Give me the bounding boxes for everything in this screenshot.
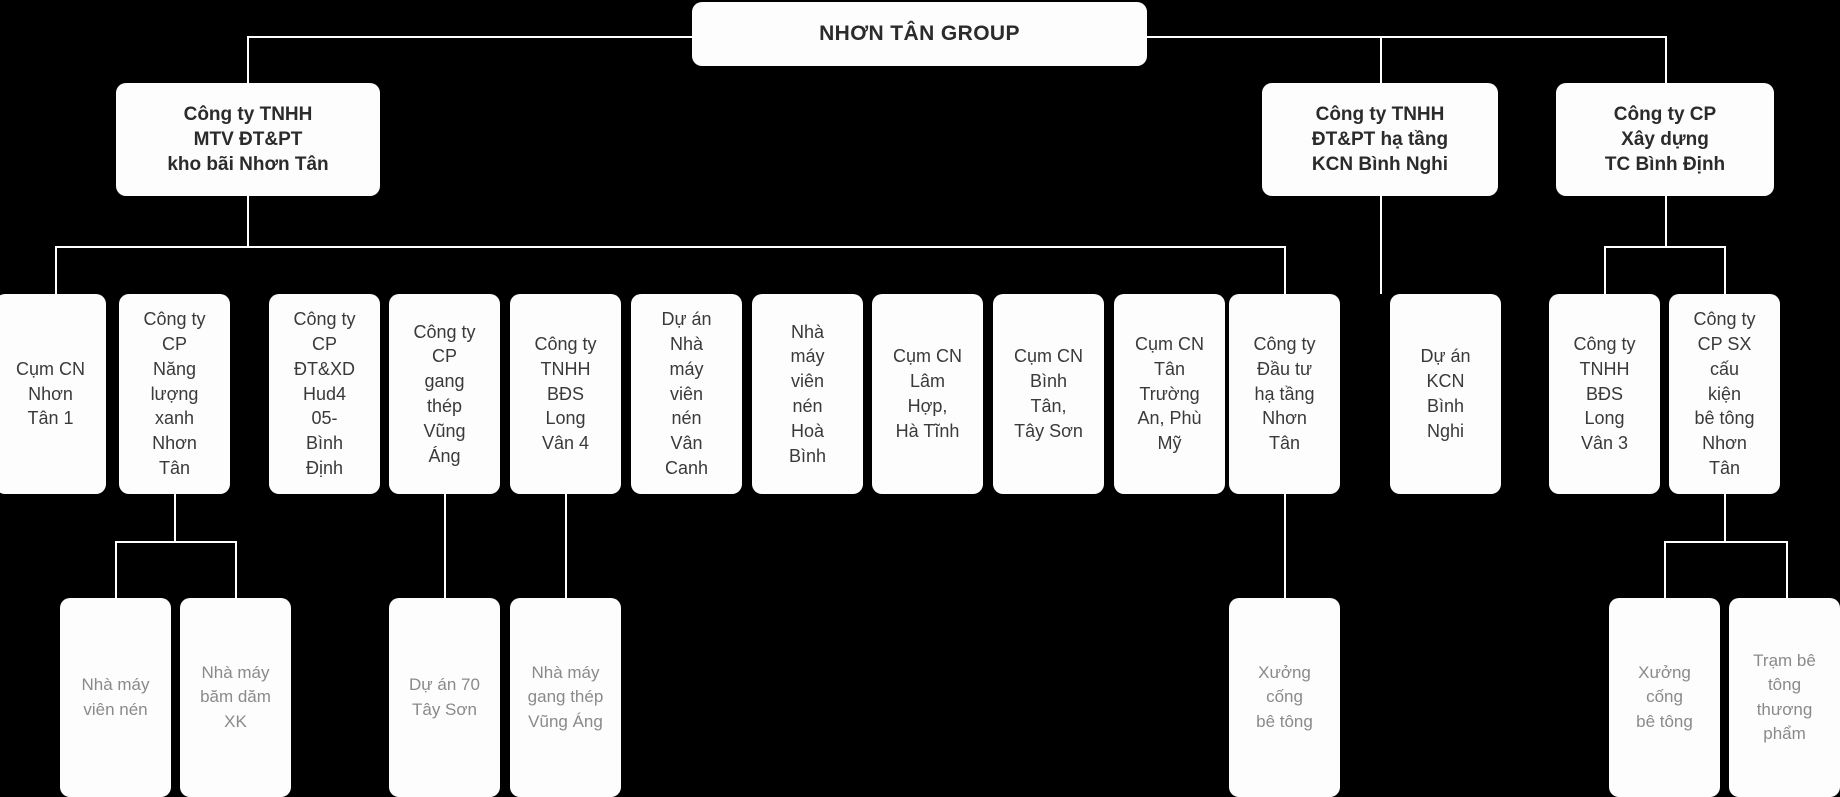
node-div2-label-4: Công ty TNHH BĐS Long Vân 4 <box>534 333 597 454</box>
connector-level2-drop-0 <box>55 246 57 294</box>
node-div1-label-2: Công ty CP Xây dựng TC Bình Định <box>1604 103 1726 176</box>
node-div2-label-3: Công ty CP gang thép Vũng Áng <box>413 321 476 466</box>
node-div3-tram-be-tong-thuong-pham[interactable]: Trạm bê tông thương phẩm <box>1729 598 1840 797</box>
node-div2-label-10: Công ty Đầu tư hạ tầng Nhơn Tân <box>1253 333 1316 454</box>
node-div2-dau-tu-ha-tang-nhon-tan[interactable]: Công ty Đầu tư hạ tầng Nhơn Tân <box>1229 294 1340 494</box>
node-root-label: NHƠN TÂN GROUP <box>819 22 1020 45</box>
node-div2-cum-cn-tan-truong-an-phu-my[interactable]: Cụm CN Tân Trường An, Phù Mỹ <box>1114 294 1225 494</box>
node-div2-nang-luong-xanh-nhon-tan[interactable]: Công ty CP Năng lượng xanh Nhơn Tân <box>119 294 230 494</box>
node-div1-label-0: Công ty TNHH MTV ĐT&PT kho bãi Nhơn Tân <box>167 103 329 176</box>
node-div2-label-6: Nhà máy viên nén Hoà Bình <box>788 321 827 466</box>
node-div1-xay-dung-tc-binh-dinh[interactable]: Công ty CP Xây dựng TC Bình Định <box>1556 83 1774 196</box>
node-div2-gang-thep-vung-ang[interactable]: Công ty CP gang thép Vũng Áng <box>389 294 500 494</box>
node-div2-bds-long-van-3[interactable]: Công ty TNHH BĐS Long Vân 3 <box>1549 294 1660 494</box>
node-div3-label-4: Xưởng cống bê tông <box>1256 663 1313 731</box>
node-div1-kho-bai-nhon-tan[interactable]: Công ty TNHH MTV ĐT&PT kho bãi Nhơn Tân <box>116 83 380 196</box>
node-div3-label-2: Dự án 70 Tây Sơn <box>409 675 480 719</box>
node-div3-xuong-cong-be-tong-b[interactable]: Xưởng cống bê tông <box>1609 598 1720 797</box>
connector-div1-mid-stem <box>1380 196 1382 294</box>
connector-nlx-drop-right <box>235 541 237 599</box>
node-div2-label-9: Cụm CN Tân Trường An, Phù Mỹ <box>1134 333 1204 454</box>
node-div2-cum-cn-lam-hop-ha-tinh[interactable]: Cụm CN Lâm Hợp, Hà Tĩnh <box>872 294 983 494</box>
node-div1-label-1: Công ty TNHH ĐT&PT hạ tầng KCN Bình Nghi <box>1311 103 1449 176</box>
node-div3-label-1: Nhà máy băm dăm XK <box>200 663 271 731</box>
node-div3-nha-may-bam-dam-xk[interactable]: Nhà máy băm dăm XK <box>180 598 291 797</box>
node-div2-hud4-05-binh-dinh[interactable]: Công ty CP ĐT&XD Hud4 05- Bình Định <box>269 294 380 494</box>
node-div3-xuong-cong-be-tong-a[interactable]: Xưởng cống bê tông <box>1229 598 1340 797</box>
connector-div1-right-stem <box>1665 196 1667 248</box>
connector-dautu-stem <box>1284 494 1286 599</box>
node-div2-label-2: Công ty CP ĐT&XD Hud4 05- Bình Định <box>293 309 356 479</box>
node-div1-kcn-binh-nghi[interactable]: Công ty TNHH ĐT&PT hạ tầng KCN Bình Nghi <box>1262 83 1498 196</box>
node-div3-label-6: Trạm bê tông thương phẩm <box>1753 651 1816 743</box>
node-div2-label-8: Cụm CN Bình Tân, Tây Sơn <box>1013 346 1083 441</box>
connector-level2-bus-right <box>1604 246 1726 248</box>
node-div3-label-5: Xưởng cống bê tông <box>1636 663 1693 731</box>
node-div2-cum-cn-nhon-tan-1[interactable]: Cụm CN Nhơn Tân 1 <box>0 294 106 494</box>
connector-cauKien-drop-right <box>1786 541 1788 599</box>
connector-root-to-div1-right <box>1665 36 1667 83</box>
node-div2-cum-cn-binh-tan-tay-son[interactable]: Cụm CN Bình Tân, Tây Sơn <box>993 294 1104 494</box>
node-div2-label-12: Công ty TNHH BĐS Long Vân 3 <box>1573 333 1636 454</box>
connector-nlx-drop-left <box>115 541 117 599</box>
node-div2-du-an-vien-nen-van-canh[interactable]: Dự án Nhà máy viên nén Vân Canh <box>631 294 742 494</box>
node-div2-label-7: Cụm CN Lâm Hợp, Hà Tĩnh <box>892 346 962 441</box>
node-div2-vien-nen-hoa-binh[interactable]: Nhà máy viên nén Hoà Bình <box>752 294 863 494</box>
connector-nlx-bus <box>115 541 235 543</box>
connector-level2-drop-10 <box>1284 246 1286 294</box>
node-div3-du-an-70-tay-son[interactable]: Dự án 70 Tây Sơn <box>389 598 500 797</box>
node-div2-bds-long-van-4[interactable]: Công ty TNHH BĐS Long Vân 4 <box>510 294 621 494</box>
node-div2-label-13: Công ty CP SX cấu kiện bê tông Nhơn Tân <box>1693 309 1756 479</box>
node-div2-label-0: Cụm CN Nhơn Tân 1 <box>15 358 85 429</box>
node-div2-du-an-kcn-binh-nghi[interactable]: Dự án KCN Bình Nghi <box>1390 294 1501 494</box>
node-div3-label-0: Nhà máy viên nén <box>81 675 150 719</box>
node-div2-label-1: Công ty CP Năng lượng xanh Nhơn Tân <box>143 309 206 479</box>
node-div2-label-5: Dự án Nhà máy viên nén Vân Canh <box>661 309 712 479</box>
connector-level2-drop-13 <box>1724 246 1726 294</box>
node-div3-nha-may-gang-thep-vung-ang[interactable]: Nhà máy gang thép Vũng Áng <box>510 598 621 797</box>
connector-gangthep-stem <box>444 494 446 599</box>
connector-level2-bus-left <box>55 246 1286 248</box>
connector-longvan4-stem <box>565 494 567 599</box>
node-div2-cau-kien-be-tong-nhon-tan[interactable]: Công ty CP SX cấu kiện bê tông Nhơn Tân <box>1669 294 1780 494</box>
connector-root-to-div1-mid <box>1380 36 1382 83</box>
connector-cauKien-stem <box>1724 494 1726 542</box>
node-div2-label-11: Dự án KCN Bình Nghi <box>1420 346 1471 441</box>
node-div3-nha-may-vien-nen[interactable]: Nhà máy viên nén <box>60 598 171 797</box>
node-div3-label-3: Nhà máy gang thép Vũng Áng <box>527 663 604 731</box>
connector-root-to-div1-left <box>247 36 249 83</box>
node-root-nhon-tan-group[interactable]: NHƠN TÂN GROUP <box>692 2 1147 66</box>
connector-cauKien-bus <box>1664 541 1787 543</box>
connector-div1-left-stem <box>247 196 249 248</box>
connector-level2-drop-12 <box>1604 246 1606 294</box>
connector-cauKien-drop-left <box>1664 541 1666 599</box>
connector-nlx-stem <box>174 494 176 542</box>
